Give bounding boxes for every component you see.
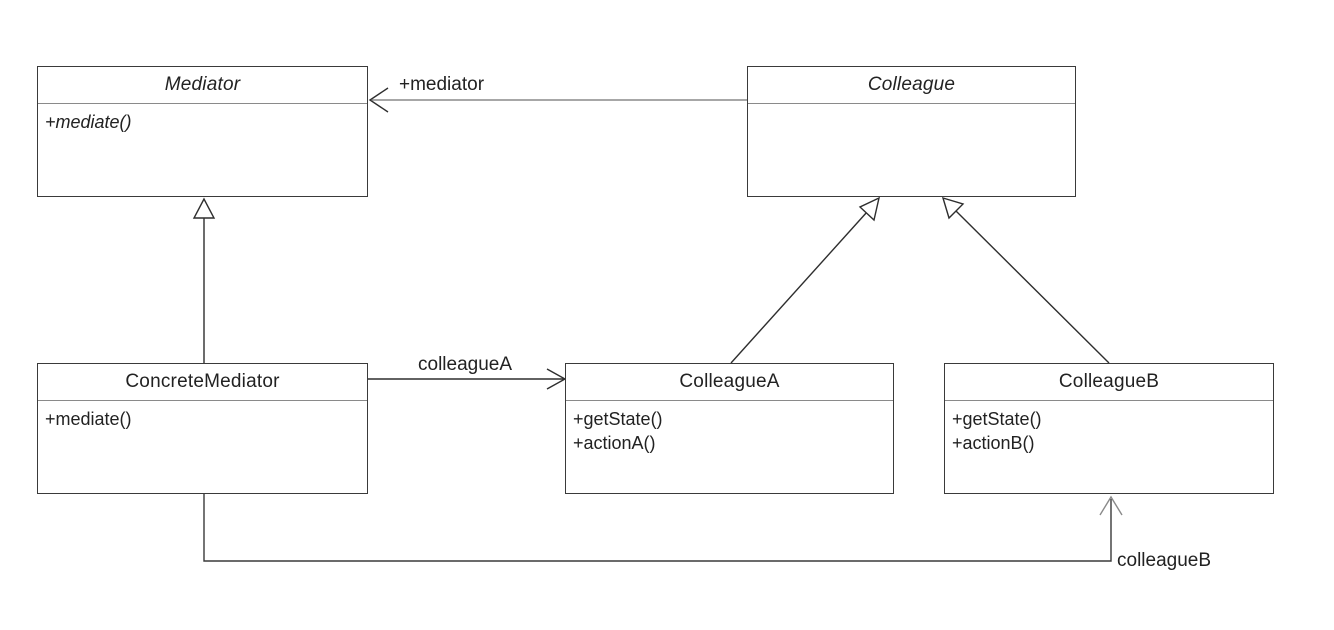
association-line-colleague-b [203,494,1112,562]
class-name-colleague: Colleague [748,67,1075,104]
class-name-colleague-a: ColleagueA [566,364,893,401]
generalization-line-colleague-b [955,210,1110,364]
class-colleague[interactable]: Colleague [747,66,1076,197]
class-name-colleague-b: ColleagueB [945,364,1273,401]
generalization-line-colleague-a [730,211,868,364]
class-concrete-mediator[interactable]: ConcreteMediator +mediate() [37,363,368,494]
operation-get-state: +getState() [573,409,663,429]
operations-mediator: +mediate() [38,104,367,134]
class-mediator[interactable]: Mediator +mediate() [37,66,368,197]
role-label-colleague-b: colleagueB [1117,550,1212,571]
role-label-mediator: +mediator [399,74,485,95]
operations-colleague-b: +getState() +actionB() [945,401,1273,455]
operation-get-state: +getState() [952,409,1042,429]
class-name-concrete-mediator: ConcreteMediator [38,364,367,401]
class-colleague-a[interactable]: ColleagueA +getState() +actionA() [565,363,894,494]
role-label-colleague-a: colleagueA [418,354,513,375]
class-name-mediator: Mediator [38,67,367,104]
operations-concrete-mediator: +mediate() [38,401,367,431]
operations-colleague-a: +getState() +actionA() [566,401,893,455]
generalization-arrow-mediator [192,197,216,219]
open-arrow-colleague-b [1099,495,1123,516]
generalization-arrow-colleague-a [858,196,881,222]
generalization-arrow-colleague-b [941,196,965,220]
operations-colleague [748,104,1075,110]
operation-action-b: +actionB() [952,433,1035,453]
operation-mediate: +mediate() [45,409,132,429]
operation-action-a: +actionA() [573,433,656,453]
class-colleague-b[interactable]: ColleagueB +getState() +actionB() [944,363,1274,494]
operation-mediate: +mediate() [45,112,132,132]
open-arrow-mediator [368,87,389,113]
